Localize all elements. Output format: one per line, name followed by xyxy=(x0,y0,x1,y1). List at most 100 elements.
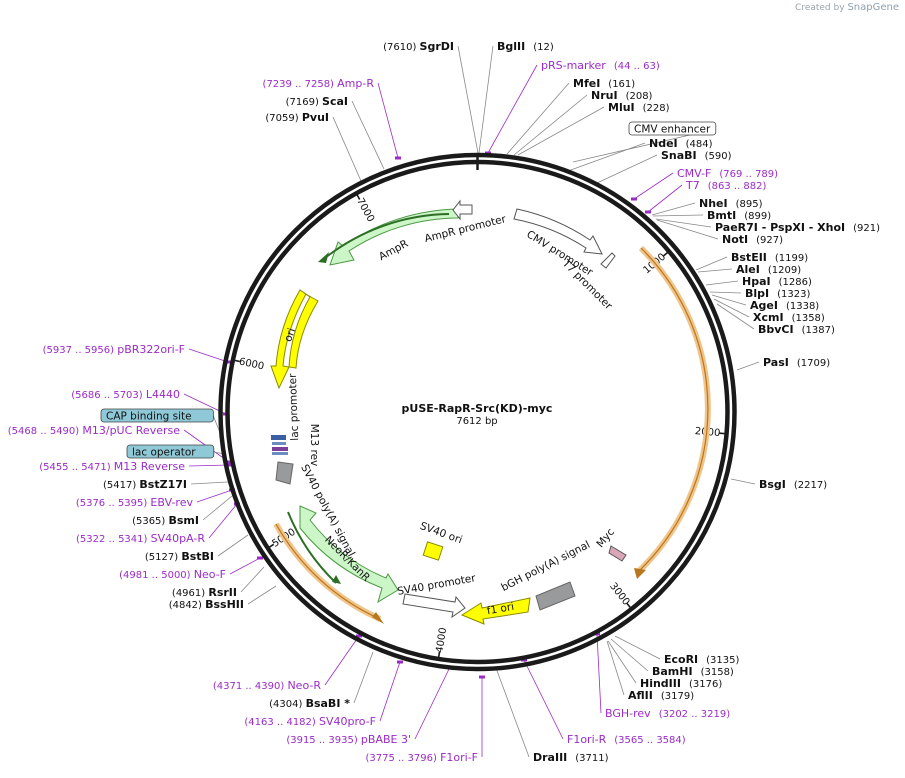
tick-label: 3000 xyxy=(607,581,631,608)
sv40-ori-feature xyxy=(422,541,444,561)
site-position: (4961) xyxy=(172,588,208,599)
site-leader xyxy=(655,218,712,228)
site-position: (4304) xyxy=(269,699,305,710)
feature-label: SV40 promoter xyxy=(396,572,477,598)
site-leader xyxy=(513,94,588,156)
enzyme-label: AleI(1209) xyxy=(736,263,801,276)
site-name: BstBI xyxy=(181,550,214,563)
plasmid-length: 7612 bp xyxy=(456,416,497,427)
enzyme-label: XcmI (1358) xyxy=(753,311,825,324)
tick-label: 7000 xyxy=(354,196,376,224)
enzyme-label: (4961) RsrII xyxy=(172,586,237,599)
primer-marker xyxy=(397,660,403,664)
site-position: (1338) xyxy=(786,301,819,312)
primer-marker xyxy=(645,210,651,214)
site-leader xyxy=(711,294,747,306)
site-position: (7610) xyxy=(383,42,419,53)
site-name: CMV-F xyxy=(677,167,711,180)
site-leader xyxy=(695,256,728,271)
enzyme-label: (5417) BstZ17I xyxy=(103,478,187,491)
site-name: AleI xyxy=(736,263,760,276)
site-leader xyxy=(324,635,360,686)
enzyme-label: (7059) PvuI xyxy=(265,111,329,124)
plasmid-name: pUSE-RapR-Src(KD)-myc xyxy=(402,402,553,415)
site-leader xyxy=(656,219,719,240)
site-position: (2217) xyxy=(794,480,827,491)
site-position: (4163 .. 4182) xyxy=(244,717,319,728)
site-leader xyxy=(240,566,265,593)
enzyme-label: (5127) BstBI xyxy=(145,550,214,563)
neor-feature xyxy=(299,505,399,604)
site-position: (4371 .. 4390) xyxy=(213,681,288,692)
site-position: (899) xyxy=(744,211,771,222)
site-leader xyxy=(647,184,683,213)
enzyme-label: AflII(3179) xyxy=(628,689,694,702)
site-name: pBR322ori-F xyxy=(117,343,185,356)
site-position: (895) xyxy=(736,199,763,210)
site-position: (3135) xyxy=(706,655,739,666)
site-position: (769 .. 789) xyxy=(719,169,778,180)
feature-label: bGH poly(A) signal xyxy=(499,539,592,594)
tick-mark xyxy=(267,543,275,549)
orf-arc-neo-line xyxy=(275,523,381,620)
site-name: BbvCI xyxy=(758,323,794,336)
site-position: (7239 .. 7258) xyxy=(263,79,338,90)
sv40-promoter-arrow xyxy=(402,593,466,619)
site-leader xyxy=(190,481,229,485)
site-position: (1358) xyxy=(792,313,825,324)
site-name: AflII xyxy=(628,689,653,702)
site-leader xyxy=(217,534,249,557)
primer-marker xyxy=(257,556,263,560)
credit-prefix: Created by xyxy=(795,3,845,13)
bgh-polya-feature xyxy=(535,581,576,611)
sv40-polya-feature xyxy=(275,461,294,485)
m13-rev-block xyxy=(272,447,288,451)
enzyme-label: AgeI (1338) xyxy=(750,299,819,312)
neor-orf-line xyxy=(287,511,337,584)
site-name: SV40pro-F xyxy=(319,715,376,728)
site-leader xyxy=(610,638,649,672)
site-name: XcmI xyxy=(753,311,784,324)
primer-label: (3915 .. 3935) pBABE 3' xyxy=(286,733,411,746)
site-leader xyxy=(457,45,479,154)
site-leader xyxy=(716,303,755,330)
boxed-label-text: CMV enhancer xyxy=(634,124,711,136)
site-name: pBABE 3' xyxy=(361,733,411,746)
f1-ori-feature xyxy=(460,597,531,625)
site-name: NruI xyxy=(591,89,618,102)
site-leader xyxy=(208,503,238,539)
ori-body xyxy=(288,292,319,369)
site-leader xyxy=(713,298,750,318)
site-leader xyxy=(730,478,756,485)
site-name: MfeI xyxy=(573,77,600,90)
primer-label: (5937 .. 5956) pBR322ori-F xyxy=(43,343,185,356)
site-position: (3775 .. 3796) xyxy=(365,753,440,764)
ampr-orf-line xyxy=(324,213,450,259)
enzyme-label: BlpI(1323) xyxy=(745,287,810,300)
site-position: (5686 .. 5703) xyxy=(71,390,146,401)
enzyme-label: HindIII(3176) xyxy=(640,677,722,690)
site-leader xyxy=(332,116,362,182)
site-name: AgeI xyxy=(750,299,778,312)
site-name: M13 Reverse xyxy=(114,460,185,473)
enzyme-label: (7610) SgrDI xyxy=(383,40,454,53)
site-leader xyxy=(736,361,760,371)
site-position: (921) xyxy=(853,223,880,234)
enzyme-label: SnaBI(590) xyxy=(661,149,732,162)
site-name: NheI xyxy=(699,197,728,210)
tick-mark xyxy=(437,651,441,660)
site-name: EcoRI xyxy=(664,653,698,666)
enzyme-label: BstEII(1199) xyxy=(731,251,808,264)
primer-label: T7(863 .. 882) xyxy=(685,179,767,192)
site-position: (3176) xyxy=(689,679,722,690)
site-name: HpaI xyxy=(742,275,771,288)
site-leader xyxy=(517,106,605,156)
ori-feature xyxy=(270,289,307,390)
site-position: (12) xyxy=(533,42,554,53)
site-leader xyxy=(379,661,401,722)
site-position: (863 .. 882) xyxy=(708,181,767,192)
primer-label: F1ori-R(3565 .. 3584) xyxy=(567,733,686,746)
enzyme-label: (4842) BssHII xyxy=(169,598,244,611)
primer-marker xyxy=(479,675,485,679)
